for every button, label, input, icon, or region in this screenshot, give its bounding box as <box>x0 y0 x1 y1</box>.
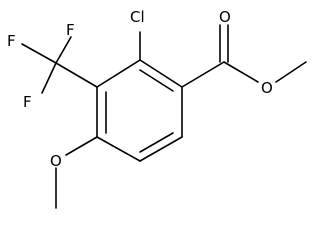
ester-methyl-bond <box>275 61 307 83</box>
fluorine-bond <box>55 36 72 64</box>
fluorine-label: F <box>66 21 75 39</box>
ring-bond <box>139 136 183 162</box>
cf3-carbon-bond <box>55 62 98 88</box>
fluorine-label: F <box>23 93 32 111</box>
fluorine-bond <box>21 43 57 64</box>
atom-labels: Cl F F F O O O <box>7 8 273 170</box>
ring-double-bond-inner <box>139 132 174 153</box>
substituent-bonds <box>21 24 307 209</box>
fluorine-label: F <box>7 32 16 50</box>
chemical-structure: Cl F F F O O O <box>7 8 307 209</box>
ester-oxygen-label: O <box>261 79 273 97</box>
chlorine-label: Cl <box>130 8 145 26</box>
ester-oxygen-bond <box>223 61 259 83</box>
methoxy-oxygen-label: O <box>50 152 62 170</box>
ring-bond <box>96 136 141 162</box>
ring-double-bond-inner <box>139 69 174 92</box>
carbonyl-carbon-bond <box>181 61 225 88</box>
fluorine-bond <box>41 62 57 94</box>
benzene-ring <box>96 59 183 162</box>
methoxy-oxygen-bond <box>65 136 98 156</box>
carbonyl-oxygen-label: O <box>219 8 231 26</box>
ring-bond <box>96 59 141 88</box>
ring-bond <box>139 59 183 88</box>
